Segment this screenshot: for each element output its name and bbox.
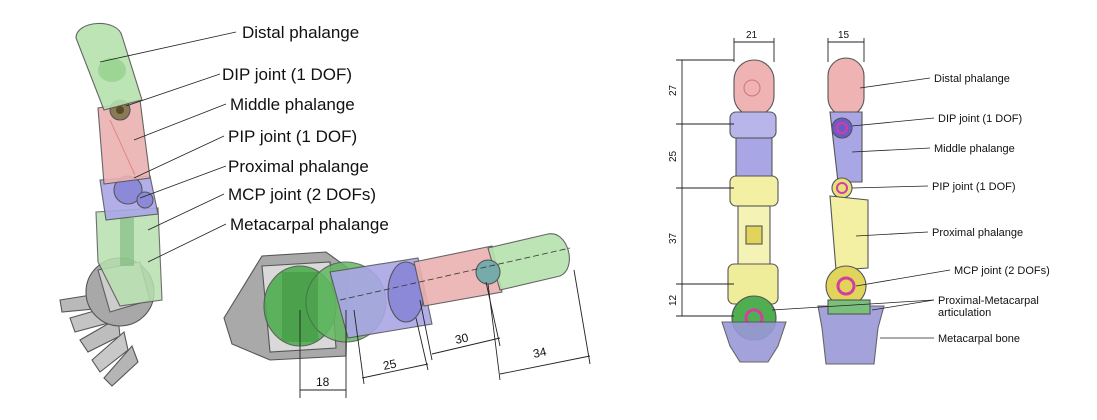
label-mcp-joint: MCP joint (2 DOFs) — [228, 185, 376, 204]
view-b-dimension-labels: 18 25 30 34 — [316, 330, 548, 389]
dim-37: 37 — [668, 232, 679, 244]
dim-18: 18 — [316, 375, 330, 389]
view-c-side-render — [817, 57, 885, 365]
view-c-leaders — [771, 77, 951, 339]
label-c-articulation-line2: articulation — [938, 307, 991, 319]
middle-segment-side — [413, 245, 503, 307]
view-c-dimension-lines — [676, 38, 865, 317]
dim-25: 25 — [382, 356, 398, 373]
view-a-labels: Distal phalange DIP joint (1 DOF) Middle… — [222, 23, 389, 234]
view-c-labels: Distal phalange DIP joint (1 DOF) Middle… — [932, 73, 1050, 345]
label-metacarpal-phalange: Metacarpal phalange — [230, 215, 389, 234]
view-b-dimension-lines — [299, 269, 591, 398]
dim-34: 34 — [532, 344, 548, 361]
label-middle-phalange: Middle phalange — [230, 95, 355, 114]
dim-30: 30 — [454, 330, 470, 347]
label-c-metacarpal-bone: Metacarpal bone — [938, 333, 1020, 345]
label-c-pip-joint: PIP joint (1 DOF) — [932, 181, 1016, 193]
view-b-finger-render — [223, 233, 571, 361]
label-pip-joint: PIP joint (1 DOF) — [228, 127, 357, 146]
label-c-proximal-phalange: Proximal phalange — [932, 227, 1023, 239]
distal-segment-side — [487, 233, 570, 291]
dim-25-vertical: 25 — [668, 150, 679, 162]
label-dip-joint: DIP joint (1 DOF) — [222, 65, 352, 84]
dim-12: 12 — [668, 294, 679, 306]
label-distal-phalange: Distal phalange — [242, 23, 359, 42]
label-c-articulation-line1: Proximal-Metacarpal — [938, 295, 1039, 307]
view-c-dimension-labels: 21 15 27 25 37 12 — [668, 30, 850, 306]
label-c-mcp-joint: MCP joint (2 DOFs) — [954, 265, 1050, 277]
label-c-distal-phalange: Distal phalange — [934, 73, 1010, 85]
label-c-dip-joint: DIP joint (1 DOF) — [938, 113, 1022, 125]
label-proximal-phalange: Proximal phalange — [228, 157, 369, 176]
dim-27: 27 — [668, 84, 679, 96]
label-c-middle-phalange: Middle phalange — [934, 143, 1015, 155]
view-a-finger-render — [59, 22, 163, 387]
view-a-leaders — [99, 31, 237, 263]
dim-15: 15 — [838, 30, 850, 41]
view-c-front-render — [721, 59, 787, 363]
dim-21: 21 — [746, 30, 758, 41]
